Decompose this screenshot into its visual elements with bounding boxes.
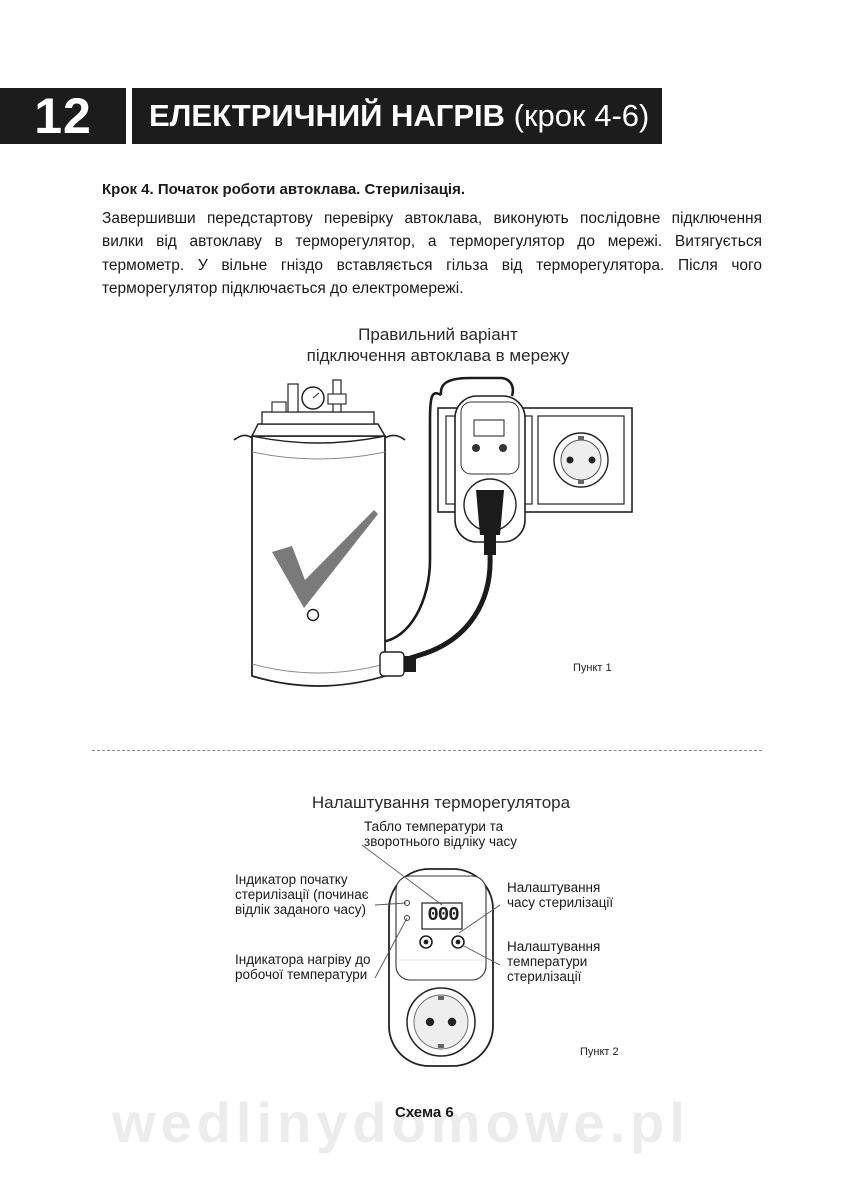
figure1-caption: Правильний варіант підключення автоклава… [268, 324, 608, 366]
callout-time-setting: Налаштування часу стерилізації [507, 880, 614, 910]
section-divider [92, 750, 762, 751]
check-icon [272, 510, 378, 608]
callout-display: Табло температури та зворотнього відліку… [364, 819, 518, 849]
schema-label: Схема 6 [395, 1104, 454, 1121]
thermoregulator [454, 395, 526, 543]
watermark: wedlinydomowe.pl [112, 1091, 690, 1154]
display-value: 000 [427, 904, 459, 926]
figure1-caption-line2: підключення автоклава в мережу [306, 346, 570, 365]
power-plug [476, 490, 504, 555]
page-title-bold: ЕЛЕКТРИЧНИЙ НАГРІВ [149, 98, 506, 133]
step-heading: Крок 4. Початок роботи автоклава. Стерил… [102, 181, 466, 198]
page-number: 12 [0, 88, 126, 144]
step-body: Завершивши передстартову перевірку авток… [102, 210, 762, 297]
callout-temp-setting: Налаштування температури стерилізації [507, 939, 601, 984]
page-header: 12 ЕЛЕКТРИЧНИЙ НАГРІВ (крок 4-6) [0, 88, 662, 144]
figure2-point-label: Пункт 2 [580, 1046, 619, 1058]
callout-heat-indicator: Індикатора нагріву до робочої температур… [235, 952, 371, 982]
figure2-caption: Налаштування терморегулятора [311, 793, 571, 812]
callout-start-indicator: Індикатор початку стерилізації (починає … [235, 872, 369, 917]
page-title-suffix: (крок 4-6) [505, 98, 650, 133]
page-title: ЕЛЕКТРИЧНИЙ НАГРІВ (крок 4-6) [132, 88, 662, 144]
figure1-point-label: Пункт 1 [573, 662, 612, 674]
callout-lines [361, 844, 501, 979]
regulator-closeup [388, 868, 494, 1067]
autoclave [233, 379, 416, 687]
figure1-caption-line1: Правильний варіант [358, 325, 518, 344]
power-cord [391, 554, 493, 667]
